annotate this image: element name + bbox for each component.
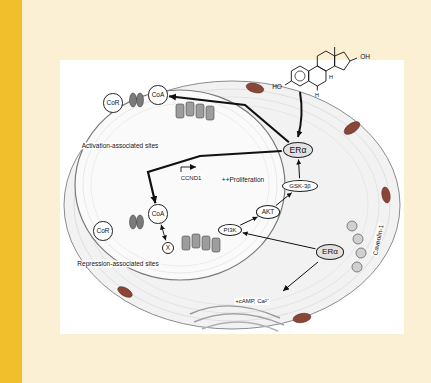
- receptor-dimer: [130, 93, 137, 107]
- coactivator-circle: CoA: [148, 204, 167, 223]
- cytoplasm-ring: [74, 89, 390, 321]
- corepressor-circle: CoR: [93, 221, 113, 241]
- receptor-ellipse: ERα: [283, 142, 313, 158]
- receptor-dimer: [137, 215, 144, 229]
- signal-connector: [161, 225, 166, 241]
- side-bar: [0, 0, 22, 383]
- chemical-atom: H: [328, 74, 334, 80]
- endoplasmic-reticulum: [190, 306, 280, 318]
- node-text: CoR: [96, 228, 109, 235]
- nucleosome: [176, 104, 184, 118]
- cell-membrane: [64, 81, 400, 329]
- signal-connector: [243, 233, 316, 249]
- node-text: CoA: [152, 92, 165, 99]
- mitochondrion: [245, 81, 265, 94]
- endoplasmic-reticulum: [194, 314, 284, 325]
- receptor-dimer: [137, 93, 144, 107]
- node-text: ERα: [322, 248, 338, 256]
- chemical-atom: H: [314, 92, 320, 98]
- nucleosome: [182, 236, 190, 250]
- caveola: [353, 234, 363, 244]
- signal-connector: [169, 96, 289, 142]
- steroid-ring: [317, 51, 334, 71]
- endoplasmic-reticulum: [202, 322, 278, 331]
- nucleosome: [202, 236, 210, 250]
- node-text: CoA: [152, 211, 165, 218]
- nucleosome: [192, 234, 200, 248]
- corepressor-circle: CoR: [103, 93, 123, 113]
- transcription-arrow: [181, 167, 196, 172]
- mitochondrion: [381, 186, 392, 203]
- figure-panel: [60, 60, 404, 334]
- region-label: Activation-associated sites: [81, 142, 160, 149]
- node-text: GSK-3β: [289, 183, 310, 189]
- receptor-ellipse: ERα: [316, 244, 344, 259]
- nucleus: [75, 90, 285, 280]
- aromatic-ring: [295, 71, 305, 81]
- messenger-label: +cAMP, Ca²⁺: [234, 298, 270, 305]
- node-text: ERα: [290, 146, 307, 155]
- binding-arrow: [298, 92, 302, 137]
- caveola: [356, 248, 366, 258]
- caveola: [347, 221, 357, 231]
- node-text: AKT: [262, 209, 275, 216]
- signal-connector: [299, 159, 300, 178]
- coactivator-circle: CoA: [148, 85, 167, 104]
- signal-arrow: [283, 262, 318, 291]
- mitochondrion: [116, 285, 134, 300]
- nucleus-ring: [91, 104, 269, 266]
- chemical-bond: [285, 47, 357, 91]
- nucleus-ring: [83, 97, 277, 273]
- region-label: Repression-associated sites: [76, 260, 159, 267]
- outcome-label: ++Proliferation: [221, 176, 265, 183]
- nucleosome: [206, 106, 214, 120]
- chemical-group: OH: [359, 53, 371, 60]
- signal-connector: [148, 151, 282, 203]
- node-text: PI3K: [223, 227, 236, 233]
- signal-connector: [276, 193, 292, 206]
- caveola: [352, 262, 362, 272]
- chemical-group: HO: [271, 83, 283, 90]
- nucleosome: [186, 102, 194, 116]
- kinase-ellipse: AKT: [256, 205, 280, 218]
- mitochondrion: [342, 119, 362, 137]
- nucleosome: [196, 104, 204, 118]
- nucleosome: [212, 238, 220, 252]
- gene-label: CCND1: [180, 175, 203, 182]
- node-text: CoR: [106, 100, 119, 107]
- steroid-ring: [291, 66, 308, 86]
- signal-connector: [240, 217, 257, 225]
- steroid-ring: [335, 52, 350, 70]
- receptor-dimer: [130, 215, 137, 229]
- node-text: X: [166, 245, 170, 252]
- mitochondrion: [292, 312, 311, 324]
